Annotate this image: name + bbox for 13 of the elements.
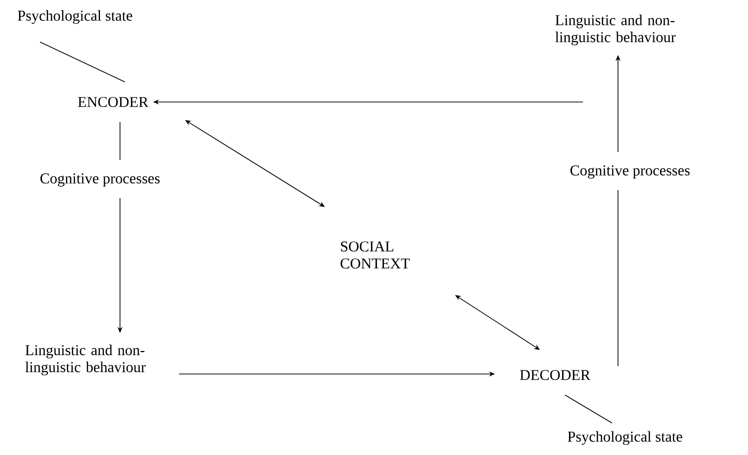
node-label: DECODER — [520, 370, 590, 380]
arrow — [455, 295, 540, 350]
arrow — [185, 120, 325, 207]
node-label: Linguistic and non-linguistic behaviour — [555, 14, 676, 46]
node-label: Psychological state — [568, 431, 682, 445]
node-label: SOCIAL CONTEXT — [340, 241, 410, 269]
connector-line — [40, 42, 126, 82]
node-label: Psychological state — [18, 10, 132, 24]
connector-line — [564, 394, 612, 424]
node-label: Linguistic and non-linguistic behaviour — [25, 344, 146, 376]
node-label: Cognitive processes — [570, 165, 690, 179]
node-label: Cognitive processes — [40, 173, 160, 187]
node-label: ENCODER — [78, 96, 148, 108]
